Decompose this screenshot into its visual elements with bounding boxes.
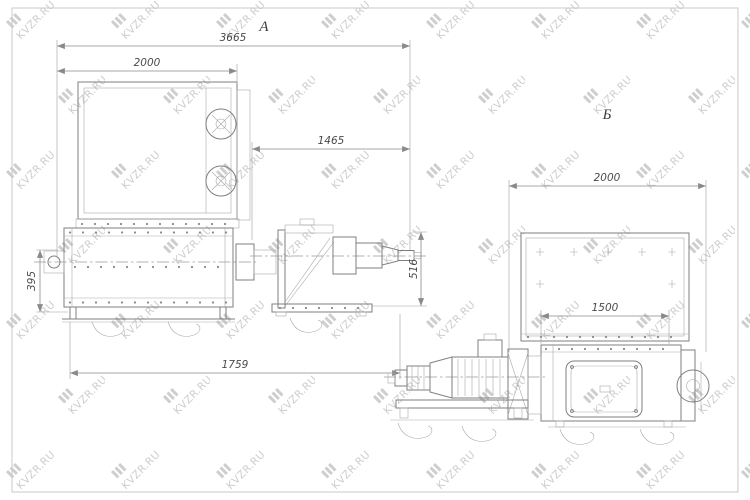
dimension-hopper-width-a: 2000 (57, 57, 237, 75)
dim-label: 2000 (134, 57, 161, 69)
dimension-overall-width-a: 3665 (57, 32, 410, 50)
door-handle (599, 385, 611, 393)
dimension-overall-width-b: 2000 (509, 172, 706, 190)
dim-label: 1500 (592, 302, 619, 314)
view-b-drive (384, 333, 548, 442)
drive-base-frame (271, 303, 373, 313)
fan-icon (205, 108, 237, 140)
dimension-drive-length-a: 1465 (252, 135, 410, 153)
drive-base-frame (395, 399, 529, 409)
view-b: Б (384, 107, 710, 445)
view-a-body (34, 227, 277, 308)
shaft-bearing (43, 250, 65, 274)
outlet-flange (680, 349, 696, 422)
centermarks (536, 248, 676, 288)
dim-label: 1465 (318, 135, 345, 147)
fan-icon (205, 165, 237, 197)
dimension-drive-height-a: 516 (408, 232, 425, 306)
dim-label: 395 (26, 271, 38, 291)
view-a-hopper (75, 81, 251, 229)
dim-label: 1759 (222, 359, 249, 371)
skid-hook (559, 428, 595, 445)
view-a-label: А (258, 19, 269, 35)
drawing-frame (11, 7, 739, 493)
skid-hook (639, 428, 675, 445)
skid-hook (167, 321, 201, 337)
access-door (565, 360, 643, 418)
view-a: А (34, 19, 428, 337)
view-a-base (62, 307, 235, 337)
dim-label: 2000 (594, 172, 621, 184)
dim-label: 516 (408, 259, 420, 279)
dim-label: 3665 (220, 32, 247, 44)
dimension-base-length-a: 1759 (70, 359, 400, 377)
view-a-dimensions: 3665 2000 1465 516 395 1759 (26, 32, 427, 379)
skid-hook (289, 317, 323, 333)
skid-hook (91, 321, 125, 337)
view-b-box (520, 232, 690, 342)
view-b-dimensions: 2000 1500 (508, 172, 707, 352)
skid-hook (461, 425, 497, 442)
view-b-label: Б (602, 107, 612, 123)
dimension-shaft-height-a: 395 (26, 250, 44, 312)
skid-hook (397, 422, 433, 439)
view-a-drive (250, 218, 428, 333)
dimension-body-width-b: 1500 (541, 302, 669, 320)
